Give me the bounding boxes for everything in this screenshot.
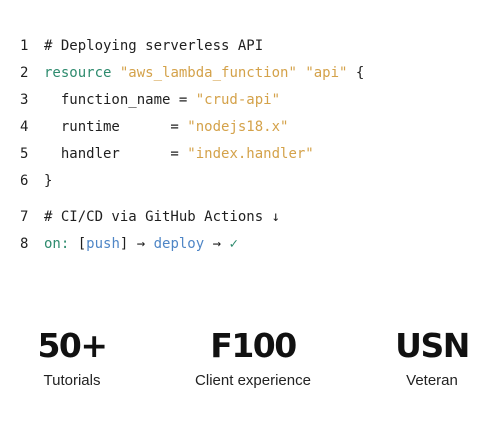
line-number: 3 [20,92,29,108]
stat-label: Client experience [195,372,311,389]
code-function: deploy [153,236,205,252]
code-line-7: 7 # CI/CD via GitHub Actions ↓ [20,204,364,231]
line-number: 5 [20,146,29,162]
code-string: "nodejs18.x" [187,119,289,135]
stat-value: F100 [210,326,297,365]
code-string: "aws_lambda_function" [119,65,297,81]
line-number: 4 [20,119,29,135]
code-line-3: 3 function_name = "crud-api" [20,87,364,114]
code-line-6: 6} [20,168,364,195]
line-number: 7 [20,209,29,225]
code-key: runtime = [44,119,188,135]
code-comment: # Deploying serverless API [44,38,264,54]
stat-client-experience: F100 Client experience [193,326,313,390]
stat-label: Veteran [406,372,458,389]
code-line-2: 2 resource "aws_lambda_function" "api" { [20,60,364,87]
code-keyword: resource [44,65,112,81]
code-string: "crud-api" [195,92,281,108]
checkmark-icon: ✓ [229,236,238,252]
code-key: function_name = [44,92,196,108]
stat-label: Tutorials [43,372,101,389]
code-line-5: 5 handler = "index.handler" [20,141,364,168]
stats-row: 50+ Tutorials F100 Client experience USN… [0,326,501,436]
line-number: 1 [20,38,29,54]
code-arrow: → [204,236,230,252]
code-line-1: 1 # Deploying serverless API [20,33,364,60]
code-function: push [86,236,120,252]
code-punct: [ [69,236,87,252]
code-block: 1 # Deploying serverless API 2 resource "a… [20,33,364,258]
line-number: 6 [20,173,29,189]
code-brace: { [355,65,365,81]
code-string: "api" [305,65,348,81]
code-string: "index.handler" [187,146,314,162]
code-line-8: 8 on: [push] → deploy → ✓ [20,231,364,258]
code-punct: ] → [119,236,154,252]
line-number: 8 [20,236,29,252]
code-keyword: on: [44,236,70,252]
code-key: handler = [44,146,188,162]
line-number: 2 [20,65,29,81]
stat-value: USN [395,326,470,365]
stat-tutorials: 50+ Tutorials [22,326,122,390]
code-comment: # CI/CD via GitHub Actions ↓ [44,209,281,225]
stat-value: 50+ [37,326,108,365]
code-brace: } [44,173,53,189]
stat-veteran: USN Veteran [382,326,482,390]
code-line-4: 4 runtime = "nodejs18.x" [20,114,364,141]
